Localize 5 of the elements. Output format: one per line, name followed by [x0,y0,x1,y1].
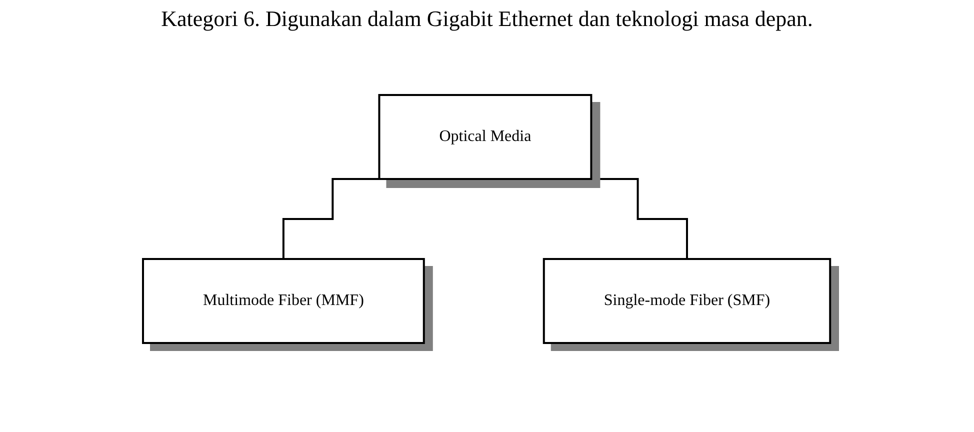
node-box: Single-mode Fiber (SMF) [543,258,832,344]
node-box: Optical Media [378,94,593,180]
connector [589,178,688,260]
note-text: Kategori 6. Digunakan dalam Gigabit Ethernet dan teknologi masa depan. [161,6,813,32]
node-box: Multimode Fiber (MMF) [142,258,426,344]
